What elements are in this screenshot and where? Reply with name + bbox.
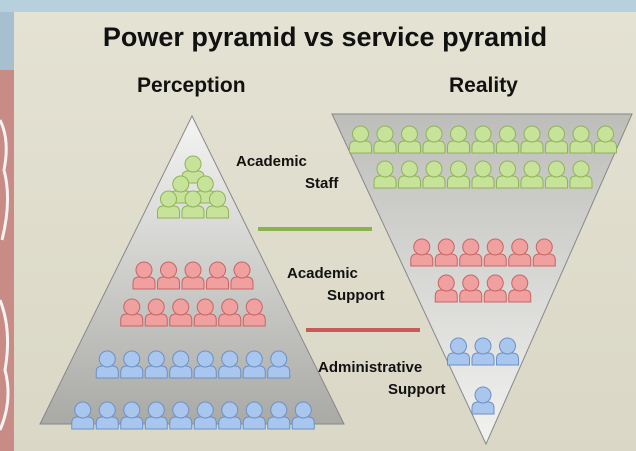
person-icon: [242, 350, 266, 379]
person-icon: [218, 350, 242, 379]
person-icon: [120, 350, 144, 379]
reality-heading: Reality: [449, 74, 518, 97]
person-icon: [520, 125, 544, 154]
person-icon: [496, 125, 519, 154]
person-icon: [71, 401, 95, 430]
person-icon: [471, 125, 495, 154]
person-icon: [447, 125, 470, 154]
people-group: [71, 125, 617, 430]
person-icon: [532, 238, 556, 267]
person-icon: [181, 261, 205, 290]
person-icon: [483, 274, 507, 303]
person-icon: [398, 125, 421, 154]
person-icon: [157, 261, 180, 290]
person-icon: [459, 238, 483, 267]
person-icon: [242, 298, 266, 327]
person-icon: [267, 401, 291, 430]
person-icon: [230, 261, 254, 290]
person-icon: [181, 190, 205, 219]
person-icon: [242, 401, 266, 430]
person-icon: [267, 350, 291, 379]
label-administrative-support-line2: Support: [388, 381, 446, 398]
person-icon: [508, 274, 532, 303]
person-icon: [434, 238, 458, 267]
label-administrative-support: Administrative Support: [318, 357, 446, 401]
person-icon: [120, 401, 144, 430]
person-icon: [447, 160, 470, 189]
person-icon: [218, 401, 242, 430]
person-icon: [206, 261, 229, 290]
person-icon: [349, 125, 372, 154]
person-icon: [496, 160, 519, 189]
person-icon: [169, 350, 193, 379]
label-academic-support: Academic Support: [287, 263, 385, 307]
person-icon: [157, 190, 180, 219]
person-icon: [95, 350, 119, 379]
person-icon: [545, 160, 568, 189]
person-icon: [422, 125, 446, 154]
person-icon: [398, 160, 421, 189]
label-administrative-support-line1: Administrative: [318, 359, 423, 376]
person-icon: [569, 125, 593, 154]
label-academic-staff: Academic Staff: [236, 151, 338, 195]
person-icon: [120, 298, 144, 327]
label-academic-support-line2: Support: [327, 287, 385, 304]
person-icon: [95, 401, 119, 430]
person-icon: [132, 261, 156, 290]
person-icon: [144, 350, 168, 379]
person-icon: [373, 160, 397, 189]
person-icon: [144, 401, 168, 430]
person-icon: [520, 160, 544, 189]
person-icon: [193, 401, 217, 430]
person-icon: [144, 298, 168, 327]
person-icon: [434, 274, 458, 303]
person-icon: [218, 298, 242, 327]
person-icon: [459, 274, 483, 303]
perception-heading: Perception: [137, 74, 246, 97]
slide-title: Power pyramid vs service pyramid: [102, 22, 548, 52]
person-icon: [206, 190, 229, 219]
person-icon: [193, 298, 217, 327]
person-icon: [569, 160, 593, 189]
reality-inverted-pyramid: [331, 113, 633, 446]
person-icon: [447, 337, 470, 366]
person-icon: [471, 337, 495, 366]
person-icon: [193, 350, 217, 379]
label-academic-support-line1: Academic: [287, 265, 358, 282]
person-icon: [471, 160, 495, 189]
person-icon: [545, 125, 568, 154]
person-icon: [508, 238, 532, 267]
person-icon: [496, 337, 519, 366]
person-icon: [594, 125, 617, 154]
person-icon: [169, 401, 193, 430]
person-icon: [422, 160, 446, 189]
person-icon: [169, 298, 193, 327]
label-academic-staff-line1: Academic: [236, 153, 307, 170]
label-academic-staff-line2: Staff: [305, 175, 339, 192]
person-icon: [410, 238, 434, 267]
person-icon: [373, 125, 397, 154]
person-icon: [471, 386, 495, 415]
person-icon: [483, 238, 507, 267]
person-icon: [291, 401, 315, 430]
